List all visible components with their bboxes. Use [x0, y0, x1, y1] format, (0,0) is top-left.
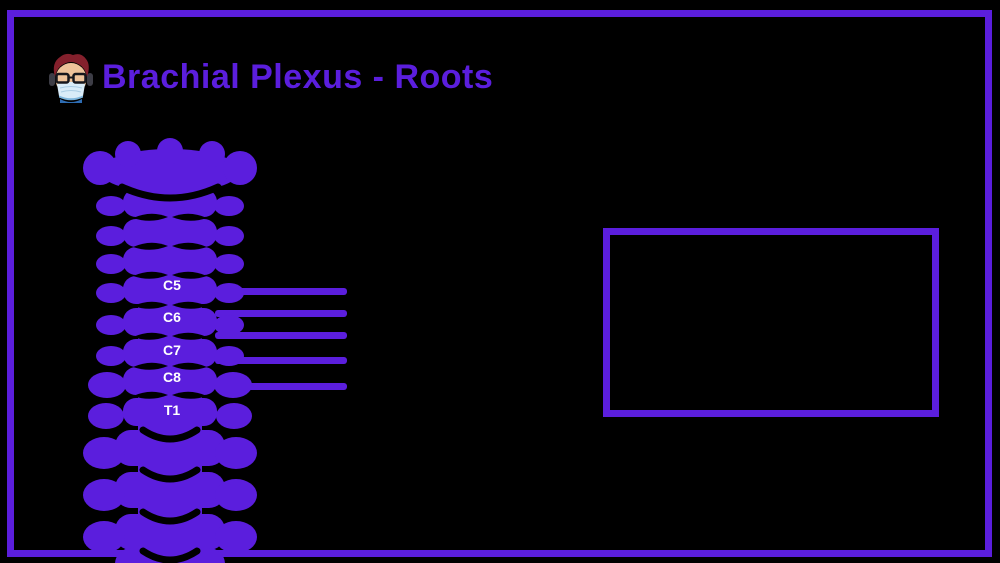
page-frame [7, 10, 992, 557]
nerve-root-line-c6 [215, 310, 347, 317]
label-c5: C5 [163, 277, 181, 293]
nerve-root-line-c7 [215, 332, 347, 339]
nerve-root-line-c5 [215, 288, 347, 295]
vertebra-labels: C5 C6 C7 C8 T1 [163, 277, 181, 418]
label-c7: C7 [163, 342, 181, 358]
label-c8: C8 [163, 369, 181, 385]
empty-note-box [603, 228, 939, 417]
label-c6: C6 [163, 309, 181, 325]
nerve-root-line-c8 [215, 357, 347, 364]
label-t1: T1 [164, 402, 181, 418]
masked-doctor-avatar-icon [49, 53, 93, 103]
disc-gaps [118, 183, 222, 563]
page-header: Brachial Plexus - Roots [48, 50, 493, 104]
page-title: Brachial Plexus - Roots [102, 57, 494, 96]
